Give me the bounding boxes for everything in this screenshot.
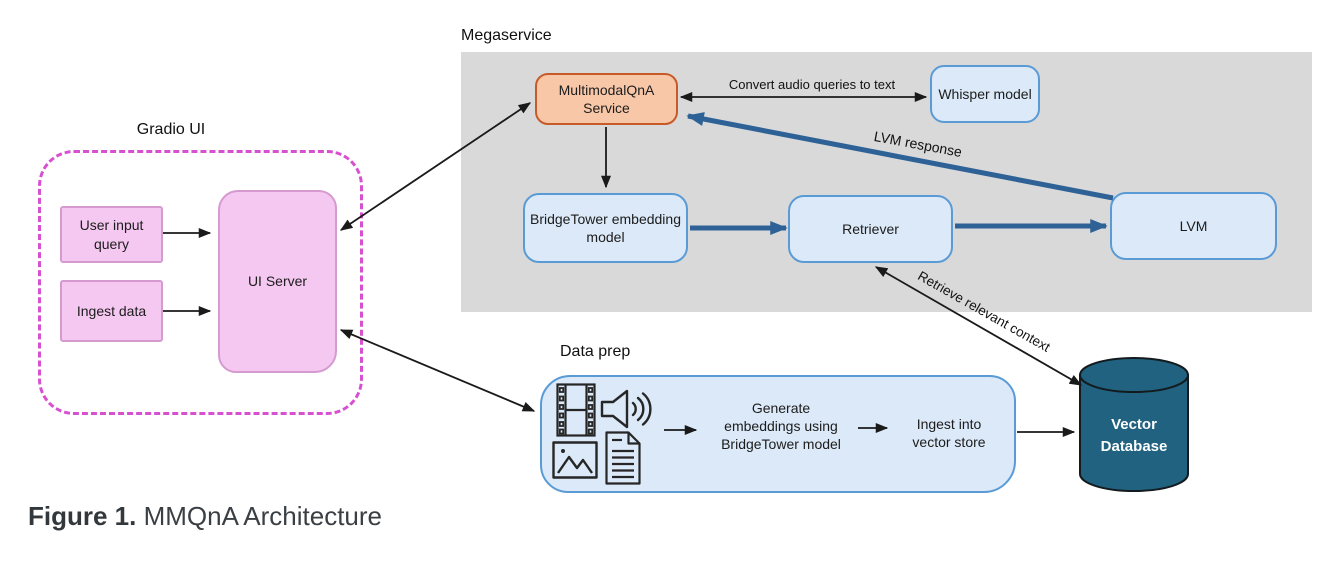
megaservice-label: Megaservice <box>461 27 552 44</box>
node-ui-server-label: UI Server <box>247 273 308 290</box>
node-ui-server: UI Server <box>218 190 337 373</box>
gradio-ui-label: Gradio UI <box>136 121 206 138</box>
image-icon <box>552 441 598 484</box>
figure-caption-number: Figure 1. <box>28 501 137 531</box>
speaker-audio-icon <box>600 389 652 434</box>
film-strip-icon <box>556 383 596 442</box>
gradio-ui-container <box>38 150 363 415</box>
node-ingest-data-label: Ingest data <box>76 302 147 319</box>
ingest-vector-store-step: Ingest into vector store <box>912 416 986 451</box>
node-whisper-model: Whisper model <box>930 65 1040 123</box>
node-whisper-model-label: Whisper model <box>938 85 1032 102</box>
figure-caption-title: MMQnA Architecture <box>136 501 383 531</box>
node-user-input-query: User input query <box>60 206 163 263</box>
convert-audio-label: Convert audio queries to text <box>728 77 896 92</box>
figure-caption: Figure 1. MMQnA Architecture <box>28 501 382 532</box>
document-icon <box>603 431 643 490</box>
node-multimodal-qna-service-label: MultimodalQnA Service <box>558 81 655 116</box>
data-prep-container <box>540 375 1016 493</box>
node-user-input-query-label: User input query <box>79 217 144 252</box>
node-ingest-data: Ingest data <box>60 280 163 342</box>
arrow-ui-server-data-prep-bidirectional <box>339 329 536 412</box>
generate-embeddings-step: Generate embeddings using BridgeTower mo… <box>721 400 841 453</box>
node-retriever: Retriever <box>788 195 953 263</box>
data-prep-label: Data prep <box>560 343 631 360</box>
node-bridgetower-embedding-model-label: BridgeTower embedding model <box>530 210 681 245</box>
node-multimodal-qna-service: MultimodalQnA Service <box>535 73 678 125</box>
node-lvm-label: LVM <box>1179 217 1208 234</box>
vector-database-label: Vector Database <box>1100 416 1168 455</box>
node-lvm: LVM <box>1110 192 1277 260</box>
node-retriever-label: Retriever <box>842 220 899 237</box>
node-bridgetower-embedding-model: BridgeTower embedding model <box>523 193 688 263</box>
